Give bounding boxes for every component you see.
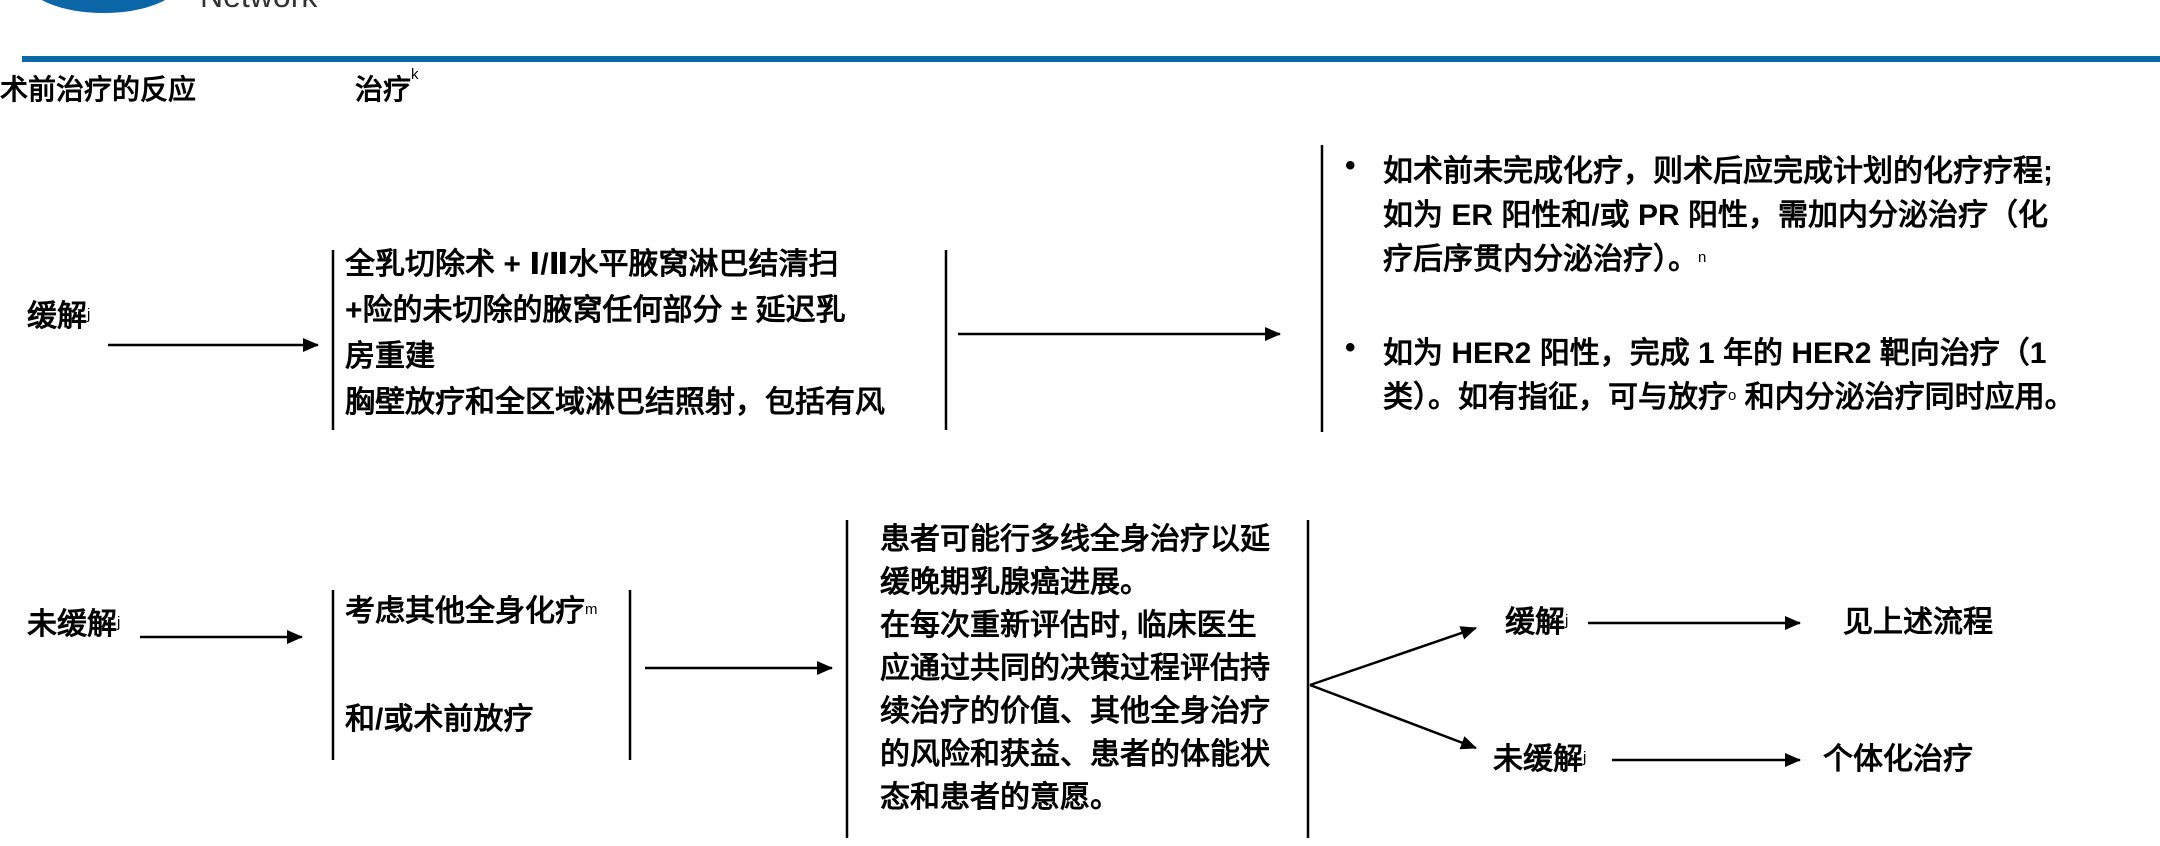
adjuvant-bullet-1: • 如术前未完成化疗，则术后应完成计划的化疗疗程; 如为 ER 阳性和/或 PR… bbox=[1345, 149, 2053, 282]
column-heading-treatment: 治疗k bbox=[355, 66, 419, 108]
footnote-ref: j bbox=[87, 306, 91, 323]
text: 类）。如有指征，可与放疗 bbox=[1383, 381, 1728, 414]
text-line: +险的未切除的腋窝任何部分 ± 延迟乳 bbox=[345, 294, 846, 327]
footnote-ref: o bbox=[1728, 387, 1737, 404]
label-text: 缓解 bbox=[27, 300, 87, 333]
text-line: 应通过共同的决策过程评估持 bbox=[880, 652, 1270, 685]
arrow-to-noresponse bbox=[1309, 683, 1477, 750]
footnote-ref: m bbox=[585, 601, 598, 618]
column-heading-response: 术前治疗的反应 bbox=[0, 74, 197, 105]
text-line: 患者可能行多线全身治疗以延 bbox=[880, 523, 1270, 556]
text: 疗后序贯内分泌治疗）。 bbox=[1383, 243, 1698, 276]
response-label: 缓解j bbox=[27, 295, 90, 339]
text: 未缓解 bbox=[1493, 743, 1583, 776]
no-response-label: 未缓解j bbox=[27, 603, 120, 647]
text-line: 的风险和获益、患者的体能状 bbox=[880, 738, 1270, 771]
footnote-ref: j bbox=[1565, 612, 1569, 629]
surgery-treatment-box: 全乳切除术 + Ⅰ/Ⅱ水平腋窝淋巴结清扫 +险的未切除的腋窝任何部分 ± 延迟乳… bbox=[345, 242, 885, 426]
text-line: 房重建 bbox=[345, 340, 435, 373]
text-line: 胸壁放疗和全区域淋巴结照射，包括有风 bbox=[345, 386, 885, 419]
text-line: 如术前未完成化疗，则术后应完成计划的化疗疗程; bbox=[1383, 155, 2053, 188]
text-line: 在每次重新评估时, 临床医生 bbox=[880, 609, 1257, 642]
footnote-ref: n bbox=[1698, 249, 1707, 266]
text: 缓解 bbox=[1505, 606, 1565, 639]
footnote-ref: j bbox=[117, 614, 121, 631]
see-above-link: 见上述流程 bbox=[1843, 606, 1993, 639]
text-line: 如为 HER2 阳性，完成 1 年的 HER2 靶向治疗（1 bbox=[1383, 337, 2047, 370]
outcome-no-response-label: 未缓解j bbox=[1493, 738, 1586, 782]
bullet-icon: • bbox=[1345, 149, 1356, 182]
footnote-ref: k bbox=[411, 66, 419, 83]
logo-network-text: Network bbox=[200, 0, 317, 15]
text-line: 类）。如有指征，可与放疗o 和内分泌治疗同时应用。 bbox=[1383, 376, 2075, 420]
outcome-response-label: 缓解j bbox=[1505, 601, 1568, 645]
text: 和内分泌治疗同时应用。 bbox=[1736, 381, 2075, 414]
adjuvant-bullet-2: • 如为 HER2 阳性，完成 1 年的 HER2 靶向治疗（1 类）。如有指征… bbox=[1345, 331, 2075, 420]
text-line: 如为 ER 阳性和/或 PR 阳性，需加内分泌治疗（化 bbox=[1383, 199, 2049, 232]
preop-radiation-option: 和/或术前放疗 bbox=[345, 703, 534, 736]
text-line: 疗后序贯内分泌治疗）。n bbox=[1383, 238, 2053, 282]
text: 考虑其他全身化疗 bbox=[345, 595, 585, 628]
text-line: 态和患者的意愿。 bbox=[880, 781, 1120, 814]
footnote-ref: j bbox=[1583, 749, 1587, 766]
label-text: 未缓解 bbox=[27, 608, 117, 641]
text-line: 续治疗的价值、其他全身治疗 bbox=[880, 695, 1270, 728]
arrow-to-response bbox=[1309, 626, 1477, 687]
heading-text: 治疗 bbox=[355, 74, 412, 105]
systemic-therapy-box: 患者可能行多线全身治疗以延 缓晚期乳腺癌进展。 在每次重新评估时, 临床医生 应… bbox=[880, 518, 1270, 819]
header-divider bbox=[22, 56, 2160, 62]
text-line: 全乳切除术 + Ⅰ/Ⅱ水平腋窝淋巴结清扫 bbox=[345, 248, 839, 281]
individualized-treatment: 个体化治疗 bbox=[1823, 743, 1973, 776]
text-line: 缓晚期乳腺癌进展。 bbox=[880, 566, 1150, 599]
bullet-icon: • bbox=[1345, 331, 1356, 364]
other-chemo-option: 考虑其他全身化疗m bbox=[345, 590, 598, 634]
